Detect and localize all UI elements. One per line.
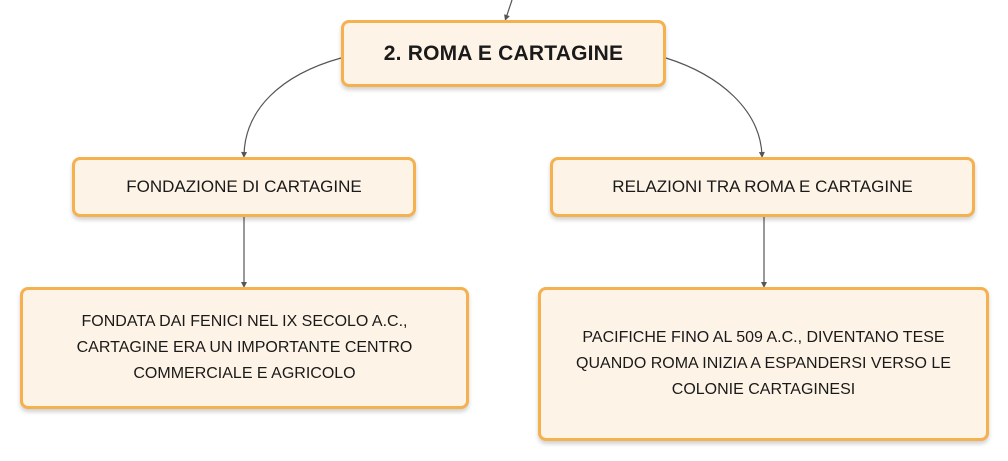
root-node-label: 2. ROMA E CARTAGINE bbox=[383, 41, 624, 65]
detail-line: COMMERCIALE E AGRICOLO bbox=[133, 365, 356, 382]
connector-root-to-fondazione bbox=[241, 57, 342, 158]
root-node[interactable]: 2. ROMA E CARTAGINE bbox=[341, 20, 666, 87]
detail-line: QUANDO ROMA INIZIA A ESPANDERSI VERSO LE bbox=[576, 355, 951, 372]
connector-root-to-relazioni bbox=[665, 57, 765, 158]
detail-text: FONDATA DAI FENICI NEL IX SECOLO A.C., C… bbox=[77, 309, 413, 387]
detail-node-fondazione[interactable]: FONDATA DAI FENICI NEL IX SECOLO A.C., C… bbox=[20, 287, 469, 409]
detail-line: COLONIE CARTAGINESI bbox=[671, 381, 856, 398]
branch-node-label: FONDAZIONE DI CARTAGINE bbox=[126, 177, 362, 196]
detail-line: PACIFICHE FINO AL 509 A.C., DIVENTANO TE… bbox=[582, 329, 945, 346]
branch-node-label: RELAZIONI TRA ROMA E CARTAGINE bbox=[612, 177, 913, 196]
detail-node-relazioni[interactable]: PACIFICHE FINO AL 509 A.C., DIVENTANO TE… bbox=[538, 287, 989, 441]
detail-text: PACIFICHE FINO AL 509 A.C., DIVENTANO TE… bbox=[576, 325, 951, 403]
branch-node-fondazione[interactable]: FONDAZIONE DI CARTAGINE bbox=[72, 157, 416, 217]
detail-line: FONDATA DAI FENICI NEL IX SECOLO A.C., bbox=[81, 313, 408, 330]
branch-node-relazioni[interactable]: RELAZIONI TRA ROMA E CARTAGINE bbox=[550, 157, 975, 217]
detail-line: CARTAGINE ERA UN IMPORTANTE CENTRO bbox=[76, 339, 413, 356]
connector-incoming-root bbox=[504, 0, 513, 21]
